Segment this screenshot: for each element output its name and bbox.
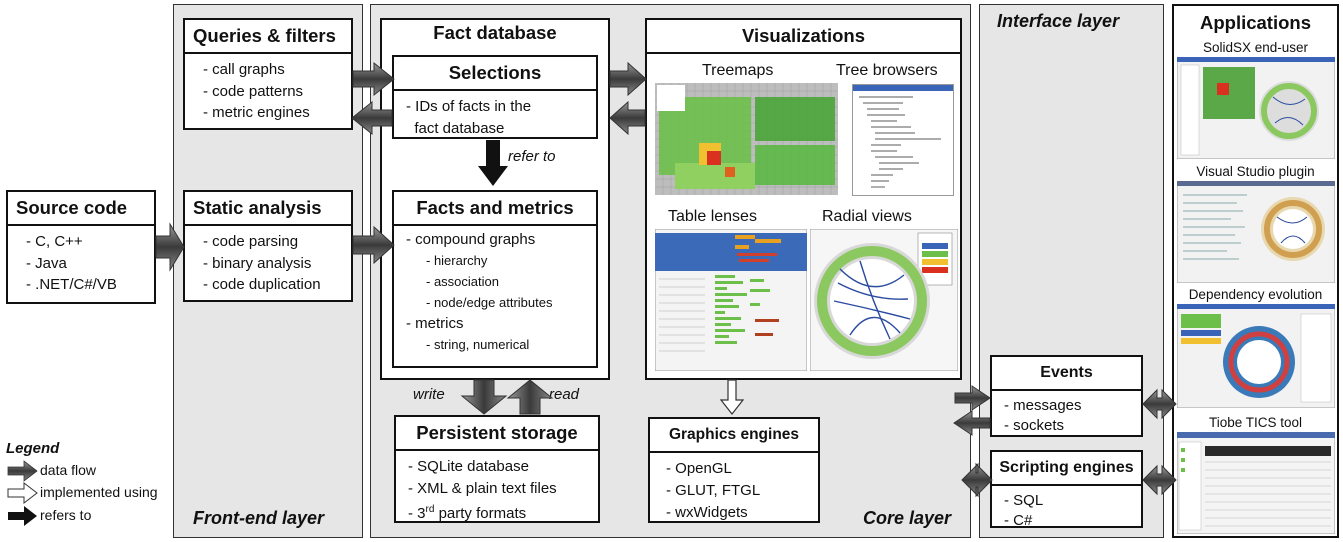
graphics-engines-box: Graphics engines - OpenGL - GLUT, FTGL -… [648,417,820,523]
events-item: - messages [1004,397,1082,414]
graphics-engines-title: Graphics engines [650,419,818,453]
tree-browser-thumbnail [852,84,954,196]
queries-filters-title: Queries & filters [185,20,351,54]
panel-label-tree-browsers: Tree browsers [836,62,938,79]
interface-layer-label: Interface layer [997,11,1120,31]
events-box: Events - messages - sockets [990,355,1143,437]
tiobe-thumbnail [1177,432,1335,534]
queries-item: - code patterns [203,82,304,100]
source-item: - Java [26,254,67,272]
graphics-item: - OpenGL [666,460,732,477]
facts-subline: - association [426,274,499,289]
panel-label-radial-views: Radial views [822,208,912,225]
app-label-visual-studio: Visual Studio plugin [1196,164,1315,179]
static-item: - binary analysis [203,254,312,272]
source-item: - .NET/C#/VB [26,276,117,293]
facts-subline: - node/edge attributes [426,295,553,310]
facts-line: - metrics [406,315,464,332]
visual-studio-thumbnail [1177,181,1335,283]
legend-item-refers-to: refers to [40,507,92,523]
applications-title: Applications [1199,12,1311,33]
selections-item: fact database [406,119,505,137]
legend-title: Legend [6,440,60,457]
interface-layer [979,4,1164,538]
source-code-box: Source code - C, C++ - Java - .NET/C#/VB [6,190,156,304]
panel-label-table-lenses: Table lenses [668,208,757,225]
app-label-dependency-evolution: Dependency evolution [1188,287,1323,302]
events-item: - sockets [1004,417,1065,434]
source-code-title: Source code [8,192,154,226]
legend-refers-to-icon [8,506,37,526]
storage-item: - 3rd party formats [408,504,527,522]
app-label-tiobe: Tiobe TICS tool [1208,415,1303,430]
legend-implemented-using-icon [7,481,38,505]
queries-filters-box: Queries & filters - call graphs - code p… [183,18,353,130]
scripting-engines-box: Scripting engines - SQL - C# [990,450,1143,529]
facts-metrics-title: Facts and metrics [394,192,596,226]
queries-item: - call graphs [203,61,285,78]
dependency-evolution-thumbnail [1177,304,1335,408]
facts-line: - compound graphs [406,231,536,248]
table-lens-thumbnail [655,229,807,371]
scripting-engines-title: Scripting engines [992,452,1141,486]
radial-view-thumbnail [810,229,958,371]
facts-subline: - hierarchy [426,253,488,268]
static-analysis-box: Static analysis - code parsing - binary … [183,190,353,302]
selections-item: - IDs of facts in the [406,98,532,115]
visualizations-title: Visualizations [647,20,960,54]
graphics-item: - GLUT, FTGL [666,482,761,499]
solidsx-thumbnail [1177,57,1335,159]
storage-item: - SQLite database [408,458,529,475]
static-item: - code parsing [203,233,299,250]
legend-item-data-flow: data flow [40,462,97,478]
facts-subline: - string, numerical [426,337,530,352]
app-label-solidsx: SolidSX end-user [1202,40,1309,55]
legend-item-implemented-using: implemented using [40,484,158,500]
persistent-storage-box: Persistent storage - SQLite database - X… [394,415,600,523]
panel-label-treemaps: Treemaps [702,62,774,79]
source-item: - C, C++ [26,233,83,250]
fact-database-title: Fact database [433,22,557,43]
scripting-item: - SQL [1004,492,1044,509]
facts-metrics-box: Facts and metrics - compound graphs - hi… [392,190,598,368]
graphics-item: - wxWidgets [666,504,748,521]
write-label: write [413,386,445,403]
selections-title: Selections [394,57,596,91]
selections-box: Selections - IDs of facts in the fact da… [392,55,598,139]
treemap-thumbnail [655,83,838,195]
core-layer-label: Core layer [863,508,952,528]
read-label: read [549,386,580,403]
legend-data-flow-icon [7,460,38,482]
queries-item: - metric engines [203,104,310,121]
persistent-storage-title: Persistent storage [396,417,598,451]
static-analysis-title: Static analysis [185,192,351,226]
storage-item: - XML & plain text files [408,479,557,497]
static-item: - code duplication [203,276,321,293]
events-title: Events [992,357,1141,391]
frontend-layer-label: Front-end layer [193,508,325,528]
scripting-item: - C# [1004,512,1033,529]
refer-to-label: refer to [508,148,556,165]
